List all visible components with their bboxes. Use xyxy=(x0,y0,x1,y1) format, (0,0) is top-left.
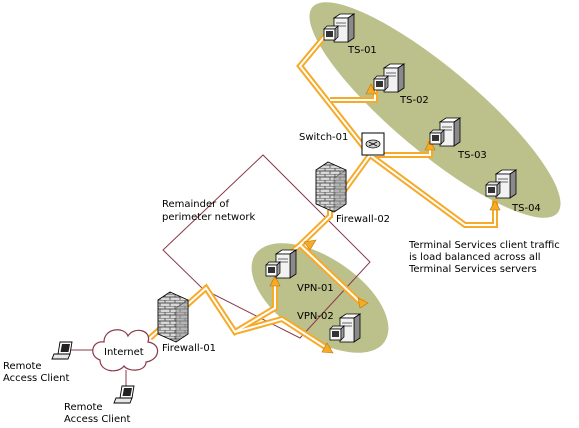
label-client-left-line1: Remote xyxy=(3,361,42,372)
note-line3: Terminal Services servers xyxy=(408,264,537,275)
label-client-left-line2: Access Client xyxy=(3,373,69,384)
laptop-icon-left xyxy=(51,341,73,360)
label-vpn01: VPN-01 xyxy=(297,283,334,294)
label-perimeter-line1: Remainder of xyxy=(162,199,230,210)
label-client-bottom-line1: Remote xyxy=(64,402,103,413)
perimeter-network-boundary xyxy=(162,154,371,339)
note-line2: is load balanced across all xyxy=(409,252,541,263)
label-perimeter-line2: perimeter network xyxy=(162,212,255,223)
label-client-bottom-line2: Access Client xyxy=(64,414,130,424)
internet-cloud xyxy=(92,329,159,372)
label-ts02: TS-02 xyxy=(399,95,429,106)
label-ts03: TS-03 xyxy=(457,150,487,161)
label-ts01: TS-01 xyxy=(347,45,377,56)
firewall-02-icon xyxy=(315,161,347,213)
ts-cluster-ellipse xyxy=(309,2,561,218)
laptop-icon-bottom xyxy=(113,385,135,404)
switch-icon xyxy=(361,132,385,156)
label-firewall-02: Firewall-02 xyxy=(336,214,390,225)
label-ts04: TS-04 xyxy=(511,203,541,214)
firewall-01-icon xyxy=(157,291,189,343)
label-vpn02: VPN-02 xyxy=(297,311,334,322)
vpn-cluster-ellipse xyxy=(251,243,389,353)
label-internet: Internet xyxy=(104,347,144,358)
traffic-arrowheads xyxy=(269,83,501,354)
label-firewall-01: Firewall-01 xyxy=(162,343,216,354)
note-line1: Terminal Services client traffic xyxy=(408,240,560,251)
label-switch-01: Switch-01 xyxy=(299,132,348,143)
traffic-paths xyxy=(148,28,498,353)
